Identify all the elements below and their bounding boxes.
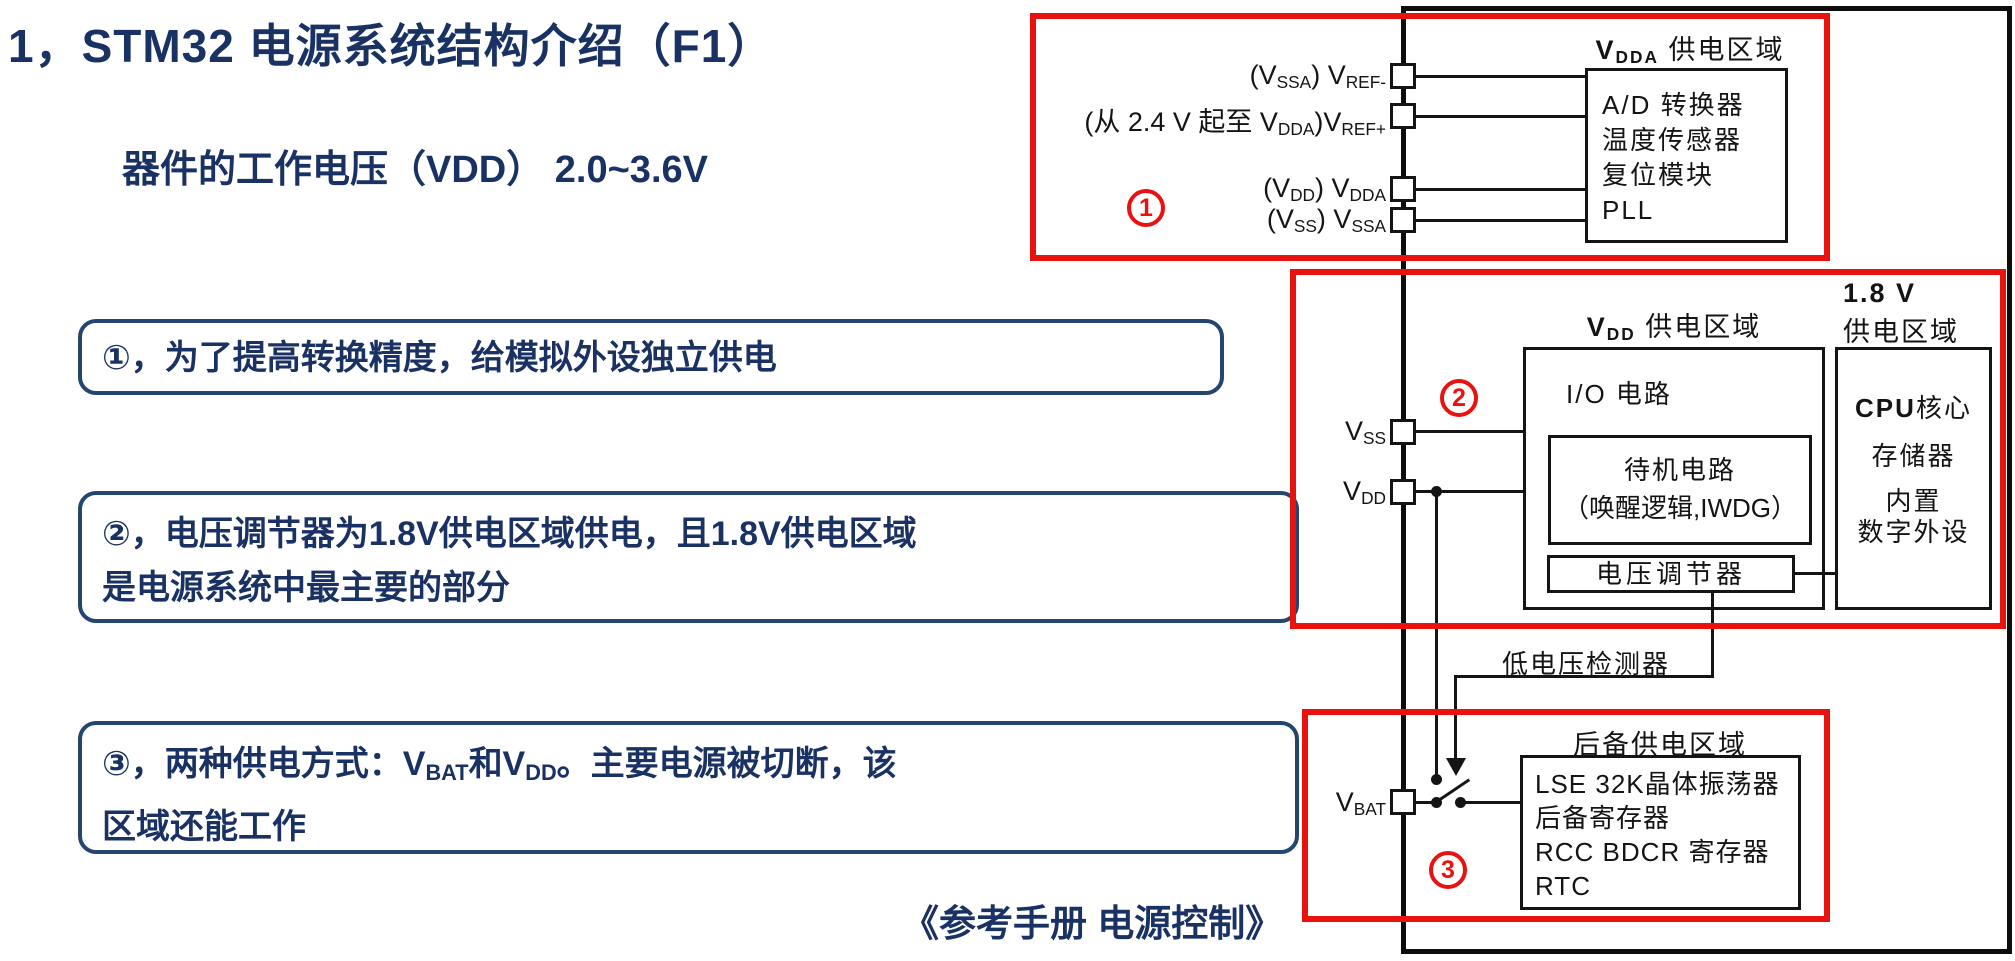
pin-label-vss: VSS bbox=[1344, 416, 1386, 449]
voltage-regulator-box: 电压调节器 bbox=[1547, 555, 1795, 593]
standby-circuit-box: 待机电路 （唤醒逻辑,IWDG） bbox=[1548, 435, 1812, 545]
page-title: 1，STM32 电源系统结构介绍（F1） bbox=[8, 20, 775, 72]
vdda-item-temp: 温度传感器 bbox=[1602, 125, 1743, 155]
backup-item-registers: 后备寄存器 bbox=[1535, 803, 1671, 833]
switch-dot-right bbox=[1455, 797, 1466, 808]
v18-region-title-line2: 供电区域 bbox=[1843, 317, 1959, 347]
backup-item-lse: LSE 32K晶体振荡器 bbox=[1535, 769, 1780, 799]
pin-vssa bbox=[1390, 207, 1416, 233]
note-2-line-1: ②，电压调节器为1.8V供电区域供电，且1.8V供电区域 bbox=[102, 515, 917, 553]
standby-line-2: （唤醒逻辑,IWDG） bbox=[1563, 493, 1797, 523]
wire-vref-minus bbox=[1416, 75, 1585, 78]
pin-label-vref-minus: (VSSA) VREF- bbox=[1249, 60, 1386, 93]
v18-region-title-line1: 1.8 V bbox=[1843, 278, 1917, 308]
note-2-line-2: 是电源系统中最主要的部分 bbox=[102, 569, 510, 607]
vdda-item-reset: 复位模块 bbox=[1602, 160, 1715, 190]
switch-dot-left bbox=[1431, 797, 1442, 808]
backup-item-rcc-bdcr: RCC BDCR 寄存器 bbox=[1535, 837, 1770, 867]
badge-3: 3 bbox=[1429, 851, 1467, 889]
lvd-label: 低电压检测器 bbox=[1501, 649, 1670, 679]
backup-item-rtc: RTC bbox=[1535, 871, 1591, 901]
backup-region-box: LSE 32K晶体振荡器 后备寄存器 RCC BDCR 寄存器 RTC bbox=[1520, 755, 1801, 910]
badge-2: 2 bbox=[1440, 379, 1478, 417]
pin-label-vref-plus: (从 2.4 V 起至 VDDA)VREF+ bbox=[1084, 107, 1386, 140]
pin-label-vssa: (VSS) VSSA bbox=[1266, 204, 1386, 237]
pin-label-vdda: (VDD) VDDA bbox=[1263, 173, 1386, 206]
wire-regulator-to-core bbox=[1795, 572, 1835, 575]
wire-lvd-horizontal bbox=[1454, 675, 1714, 678]
wire-lvd-down bbox=[1454, 675, 1457, 759]
standby-line-1: 待机电路 bbox=[1623, 455, 1736, 485]
wire-vdda bbox=[1416, 188, 1585, 191]
wire-vss bbox=[1416, 430, 1523, 433]
note-box-2: ②，电压调节器为1.8V供电区域供电，且1.8V供电区域 是电源系统中最主要的部… bbox=[78, 491, 1299, 623]
wire-vssa bbox=[1416, 219, 1585, 222]
wire-vref-plus bbox=[1416, 115, 1585, 118]
wire-regulator-down bbox=[1711, 593, 1714, 677]
io-circuit-label: I/O 电路 bbox=[1566, 379, 1672, 409]
note-box-3: ③，两种供电方式：VBAT和VDD。主要电源被切断，该 区域还能工作 bbox=[78, 721, 1299, 854]
pin-label-vdd: VDD bbox=[1343, 476, 1386, 509]
note-1-line-1: ①，为了提高转换精度，给模拟外设独立供电 bbox=[102, 339, 777, 377]
pin-vdd bbox=[1390, 479, 1416, 505]
v18-region-box bbox=[1835, 347, 1992, 610]
reference-text: 《参考手册 电源控制》 bbox=[902, 903, 1283, 944]
v18-item-digital-periph: 数字外设 bbox=[1857, 517, 1970, 547]
wire-vbat-to-switch bbox=[1416, 801, 1439, 804]
note-3-line-1: ③，两种供电方式：VBAT和VDD。主要电源被切断，该 bbox=[102, 745, 897, 786]
vdda-item-adc: A/D 转换器 bbox=[1602, 90, 1745, 120]
badge-1: 1 bbox=[1127, 189, 1165, 227]
junction-dot-vdd bbox=[1431, 486, 1442, 497]
voltage-regulator-label: 电压调节器 bbox=[1595, 559, 1746, 589]
lvd-arrowhead-icon bbox=[1446, 758, 1466, 776]
vdda-region-box: A/D 转换器 温度传感器 复位模块 PLL bbox=[1585, 68, 1788, 243]
vdd-region-title: VDD 供电区域 bbox=[1586, 312, 1762, 345]
v18-item-cpu: CPU核心 bbox=[1855, 393, 1972, 423]
wire-switch-to-backup bbox=[1461, 801, 1520, 804]
wire-vdd-branch-down bbox=[1435, 491, 1438, 779]
pin-vss bbox=[1390, 419, 1416, 445]
v18-item-memory: 存储器 bbox=[1871, 441, 1956, 471]
pin-vref-plus bbox=[1390, 103, 1416, 129]
note-box-1: ①，为了提高转换精度，给模拟外设独立供电 bbox=[78, 319, 1224, 395]
note-3-line-2: 区域还能工作 bbox=[102, 808, 306, 847]
backup-region-title: 后备供电区域 bbox=[1573, 730, 1747, 760]
subtitle: 器件的工作电压（VDD） 2.0~3.6V bbox=[122, 149, 708, 191]
pin-label-vbat: VBAT bbox=[1335, 787, 1386, 820]
v18-item-builtin: 内置 bbox=[1885, 486, 1942, 516]
switch-dot-top bbox=[1431, 774, 1442, 785]
vdda-item-pll: PLL bbox=[1602, 195, 1655, 225]
wire-vdd bbox=[1416, 490, 1523, 493]
pin-vref-minus bbox=[1390, 63, 1416, 89]
pin-vdda bbox=[1390, 176, 1416, 202]
vdda-region-title: VDDA 供电区域 bbox=[1595, 35, 1785, 68]
pin-vbat bbox=[1390, 789, 1416, 815]
